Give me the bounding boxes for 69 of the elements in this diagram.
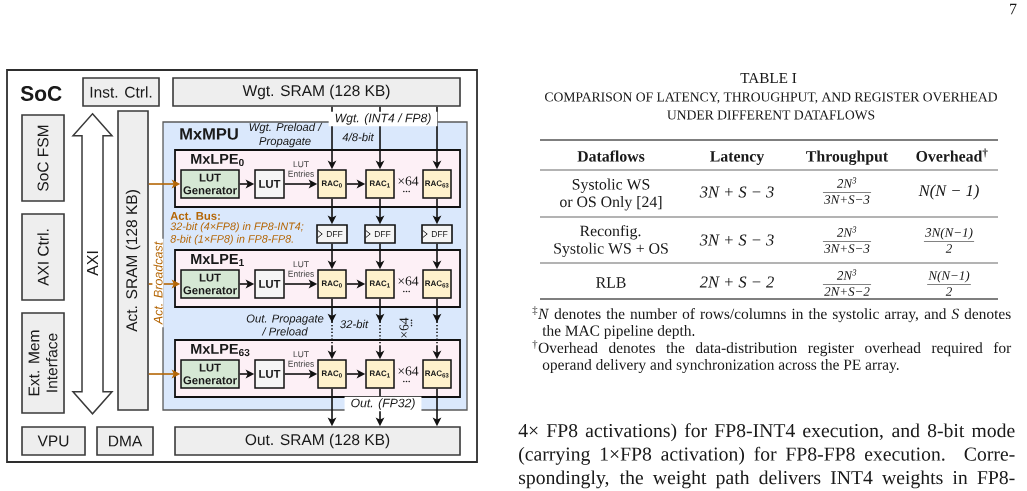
dma-block: DMA [96, 426, 154, 456]
rac-block: RAC$_{0}$ [317, 269, 347, 299]
fraction-denominator: 2 [945, 287, 952, 296]
generator-block: LUT Generator [180, 359, 240, 389]
page-number: 7 [1010, 3, 1017, 15]
interface-block: Ext. Mem Interface [21, 312, 65, 414]
sram-block: Wgt. SRAM (128 KB) [172, 77, 461, 107]
fraction-numerator: 3N(N−1) [925, 227, 973, 240]
formula: 3N + S − 3 [699, 234, 774, 246]
fraction-numerator: 2N$^{3}$ [836, 177, 857, 188]
rac-block: RAC$_{1}$ [365, 269, 395, 299]
rac-block: RAC$_{63}$ [422, 359, 452, 389]
fraction-numerator: N(N−1) [928, 270, 970, 283]
repeat-count: ×64 [398, 176, 419, 186]
fraction-denominator: 2N+S−2 [824, 287, 870, 296]
bus-note-heading: Act. Bus: [170, 212, 220, 220]
lut-block: LUT [254, 169, 285, 199]
edge-label: AXI [86, 249, 99, 277]
control-block: AXI Ctrl. [21, 213, 65, 301]
column-header: Overhead$^{†}$ [916, 148, 988, 162]
dff-block: DFF [421, 224, 453, 244]
formula: 2N + S − 2 [699, 276, 774, 288]
dff-block: DFF [316, 224, 348, 244]
formula: 3N + S − 3 [699, 186, 774, 198]
generator-block: LUT Generator [180, 169, 240, 199]
formula: N(N − 1) [918, 184, 979, 200]
fraction-denominator: 3N+S−3 [824, 244, 870, 253]
repeat-count: ×64 [399, 317, 409, 338]
bus-note: 32-bit (4×FP8) in FP8-INT4; 8-bit (1×FP8) in FP8-FP8. [170, 222, 304, 245]
fraction-numerator: 2N$^{3}$ [836, 226, 857, 237]
repeat-count: ×64 [398, 276, 419, 286]
bit-width-label: 4/8-bit [342, 132, 375, 142]
dff-block: DFF [364, 224, 396, 244]
footnote: $^{†}$Overhead denotes the data-distribution register overhead required for operand delivery and synchronization across the PE array. [532, 340, 1012, 374]
fsm-block: SoC FSM [21, 114, 65, 202]
control-block: Inst. Ctrl. [82, 77, 160, 107]
rac-block: RAC$_{63}$ [422, 269, 452, 299]
row-label: Systolic WS or OS Only [24] [560, 178, 662, 211]
edge-label: LUT Entries [288, 351, 314, 367]
column-header: Throughput [806, 150, 889, 165]
edge-label: Act. Broadcast [152, 238, 164, 328]
column-header: Latency [710, 151, 765, 165]
edge-label: LUT Entries [288, 261, 314, 277]
row-label: Reconfig. Systolic WS + OS [554, 225, 668, 257]
repeat-count: ×64 [398, 366, 419, 376]
rac-block: RAC$_{0}$ [317, 359, 347, 389]
fraction-numerator: 2N$^{3}$ [836, 269, 857, 280]
footnote: $^{‡}$N denotes the number of rows/columns in the systolic array, and S denotes the MAC pipeline depth. [532, 306, 1011, 339]
bit-width-label: 32-bit [340, 319, 369, 329]
sram-block: Out. SRAM (128 KB) [174, 426, 461, 456]
fraction-denominator: 3N+S−3 [824, 195, 870, 204]
annotation-text: Wgt. Preload / Propagate [249, 122, 323, 148]
row-label: RLB [596, 277, 626, 288]
table-title: TABLE I [740, 72, 797, 84]
edge-label: LUT Entries [288, 161, 314, 177]
annotation-text: Out. Propagate / Preload [246, 314, 324, 336]
rac-block: RAC$_{0}$ [317, 169, 347, 199]
vpu-block: VPU [21, 426, 86, 456]
lut-block: LUT [254, 359, 285, 389]
lut-block: LUT [254, 269, 285, 299]
table-caption: COMPARISON OF LATENCY, THROUGHPUT, AND REGISTER OVERHEAD UNDER DIFFERENT DATAFLOWS [545, 92, 997, 120]
column-header: Dataflows [577, 150, 645, 162]
fraction-denominator: 2 [945, 244, 952, 253]
sram-block: Act. SRAM (128 KB) [117, 110, 149, 411]
body-text: 4× FP8 activations) for FP8-INT4 execution, and 8-bit mode (carrying 1×FP8 activation) for FP8-FP8 execution. Corre- spondingly, the weight path delivers INT4 weights in FP8- [518, 423, 1015, 489]
rac-block: RAC$_{63}$ [422, 169, 452, 199]
rac-block: RAC$_{1}$ [365, 169, 395, 199]
generator-block: LUT Generator [180, 269, 240, 299]
rac-block: RAC$_{1}$ [365, 359, 395, 389]
